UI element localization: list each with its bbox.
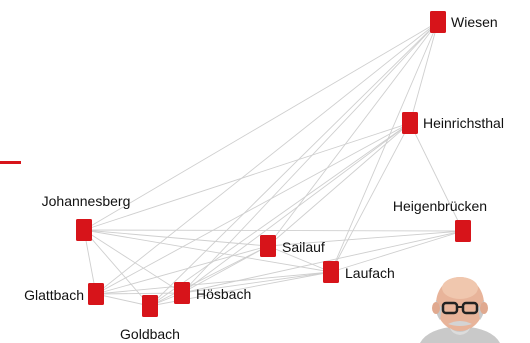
node-sailauf: [260, 235, 276, 257]
node-laufach: [323, 261, 339, 283]
edge-wiesen-heinrichsthal: [409, 21, 439, 124]
edge-wiesen-sailauf: [267, 21, 439, 247]
edge-layer: [83, 21, 464, 307]
edge-wiesen-goldbach: [149, 21, 439, 307]
node-label-sailauf: Sailauf: [282, 239, 325, 255]
node-label-goldbach: Goldbach: [120, 326, 180, 342]
node-label-heinrichsthal: Heinrichsthal: [423, 115, 504, 131]
edge-heinrichsthal-laufach: [330, 122, 411, 273]
edge-heinrichsthal-sailauf: [267, 122, 411, 247]
edge-laufach-glattbach: [95, 271, 332, 295]
node-heigenbruecken: [455, 220, 471, 242]
edge-laufach-hoesbach: [181, 271, 332, 294]
edge-johannesberg-hoesbach: [83, 229, 183, 294]
edge-heinrichsthal-hoesbach: [181, 122, 411, 294]
edge-glattbach-hoesbach: [95, 292, 183, 295]
node-label-laufach: Laufach: [345, 265, 395, 281]
node-label-wiesen: Wiesen: [451, 14, 498, 30]
node-label-hoesbach: Hösbach: [196, 286, 251, 302]
node-label-glattbach: Glattbach: [24, 287, 84, 303]
edge-sailauf-goldbach: [149, 245, 269, 307]
edge-heinrichsthal-goldbach: [149, 122, 411, 307]
node-glattbach: [88, 283, 104, 305]
edge-sailauf-glattbach: [95, 245, 269, 295]
node-johannesberg: [76, 219, 92, 241]
node-label-johannesberg: Johannesberg: [42, 193, 131, 209]
edge-wiesen-johannesberg: [83, 21, 439, 231]
node-hoesbach: [174, 282, 190, 304]
edge-wiesen-hoesbach: [181, 21, 439, 294]
edge-heigenbruecken-hoesbach: [181, 230, 464, 294]
edge-heigenbruecken-sailauf: [267, 230, 464, 247]
accent-line: [0, 161, 21, 164]
edge-heinrichsthal-johannesberg: [83, 122, 411, 231]
portrait-photo: [414, 268, 506, 343]
node-goldbach: [142, 295, 158, 317]
edge-wiesen-glattbach: [95, 21, 439, 295]
edge-heinrichsthal-glattbach: [95, 122, 411, 295]
edge-johannesberg-sailauf: [83, 229, 269, 247]
edge-johannesberg-heigenbruecken: [83, 229, 464, 232]
edge-sailauf-laufach: [267, 245, 332, 273]
edge-heinrichsthal-heigenbruecken: [409, 122, 464, 232]
node-label-heigenbruecken: Heigenbrücken: [393, 198, 487, 214]
node-heinrichsthal: [402, 112, 418, 134]
edge-glattbach-goldbach: [95, 293, 151, 307]
edge-heigenbruecken-laufach: [330, 230, 464, 273]
edge-sailauf-hoesbach: [181, 245, 269, 294]
edge-johannesberg-laufach: [83, 229, 332, 273]
node-wiesen: [430, 11, 446, 33]
